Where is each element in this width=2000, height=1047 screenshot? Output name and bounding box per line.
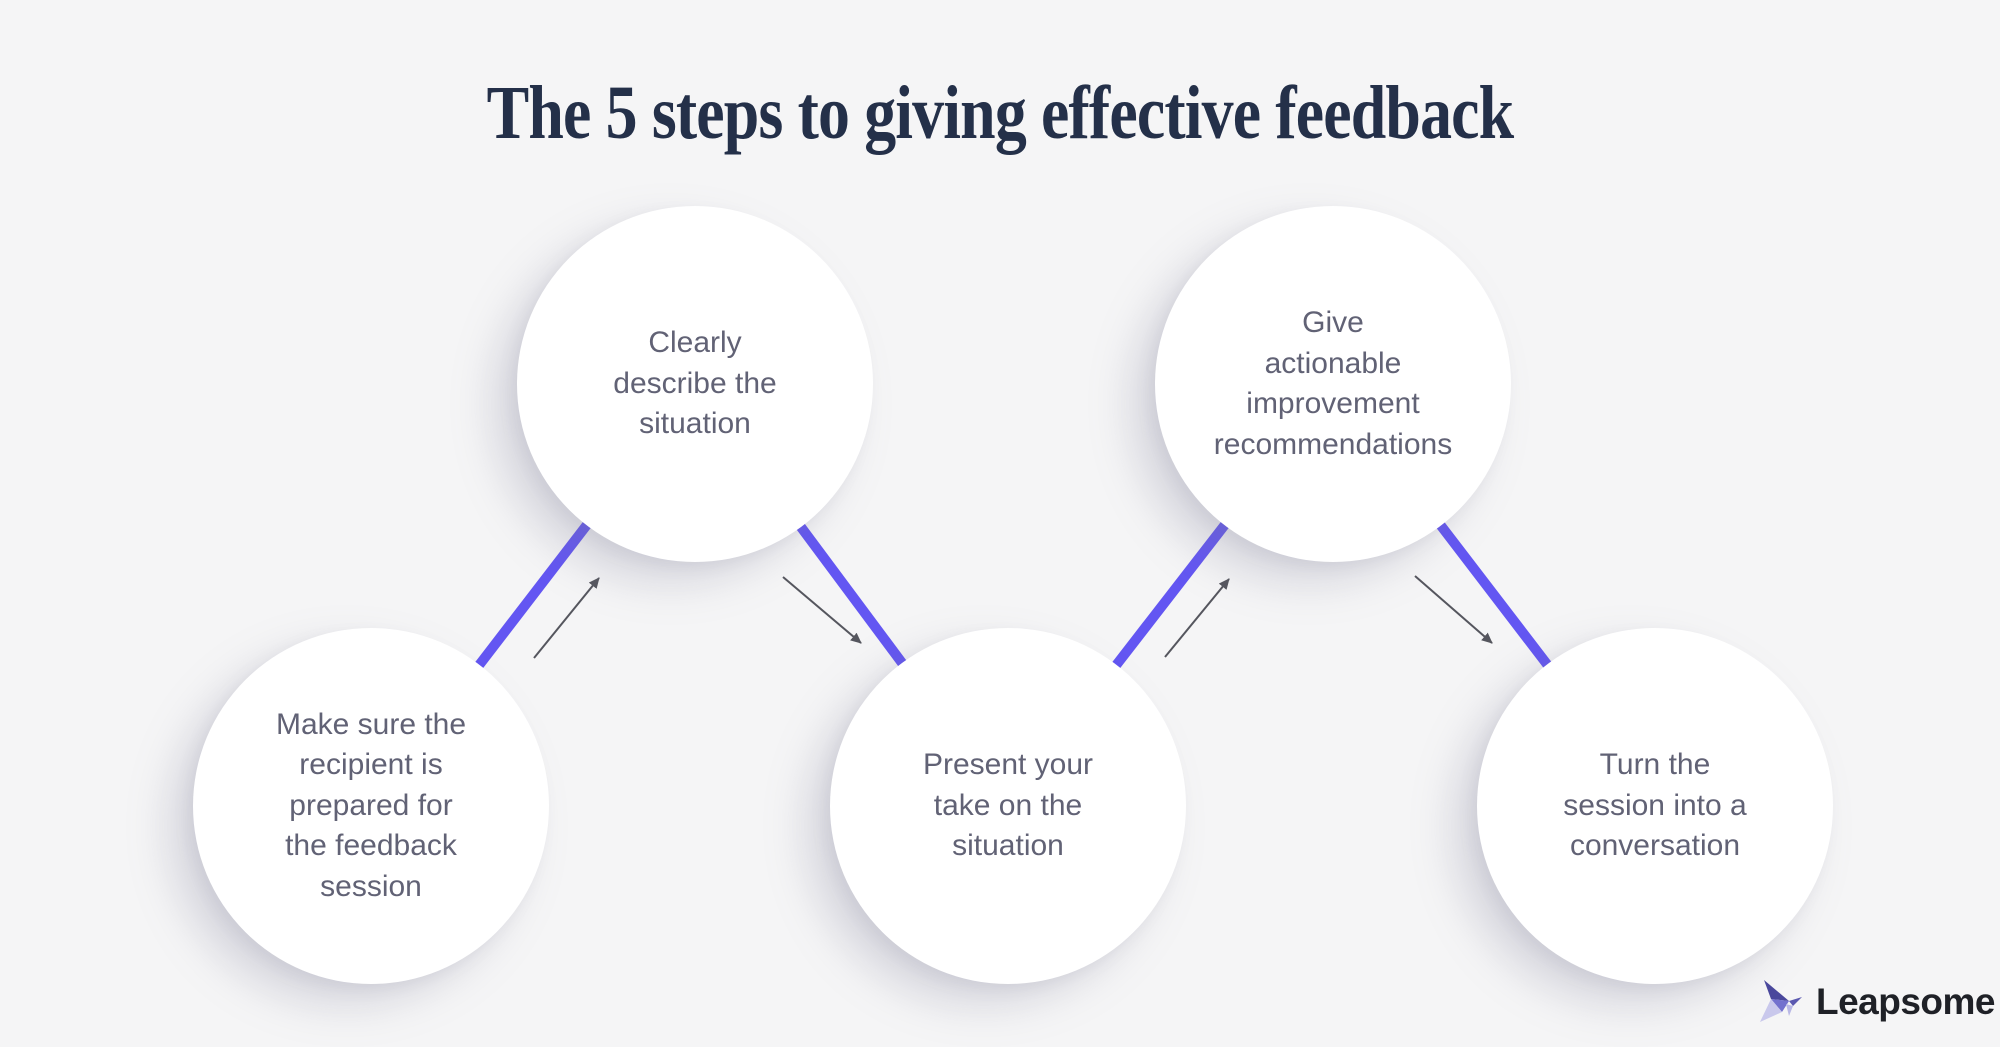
step-label-5: Turn the session into a conversation — [1563, 748, 1747, 863]
flow-arrow-icon-3-4 — [1164, 578, 1230, 658]
connector-line-3-4 — [1103, 509, 1238, 681]
step-circle-4: Give actionable improvement recommendati… — [1155, 206, 1511, 562]
step-label-4: Give actionable improvement recommendati… — [1213, 306, 1453, 461]
step-label-3: Present your take on the situation — [922, 748, 1094, 863]
flow-arrow-icon-1-2 — [533, 577, 600, 659]
connector-line-1-2 — [466, 509, 600, 681]
connector-line-2-3 — [787, 512, 916, 678]
step-circle-5: Turn the session into a conversation — [1477, 628, 1833, 984]
step-circle-1: Make sure the recipient is prepared for … — [193, 628, 549, 984]
step-label-2: Clearly describe the situation — [613, 326, 777, 441]
leapsome-logo: Leapsome — [1756, 976, 1996, 1028]
flow-arrow-icon-2-3 — [782, 576, 862, 644]
connector-line-4-5 — [1428, 510, 1560, 680]
step-circle-2: Clearly describe the situation — [517, 206, 873, 562]
page-title: The 5 steps to giving effective feedback — [486, 71, 1515, 155]
leapsome-bird-icon — [1760, 980, 1802, 1022]
step-circle-3: Present your take on the situation — [830, 628, 1186, 984]
leapsome-wordmark: Leapsome — [1816, 981, 1996, 1022]
flow-arrow-icon-4-5 — [1414, 575, 1493, 644]
step-label-1: Make sure the recipient is prepared for … — [275, 707, 467, 903]
